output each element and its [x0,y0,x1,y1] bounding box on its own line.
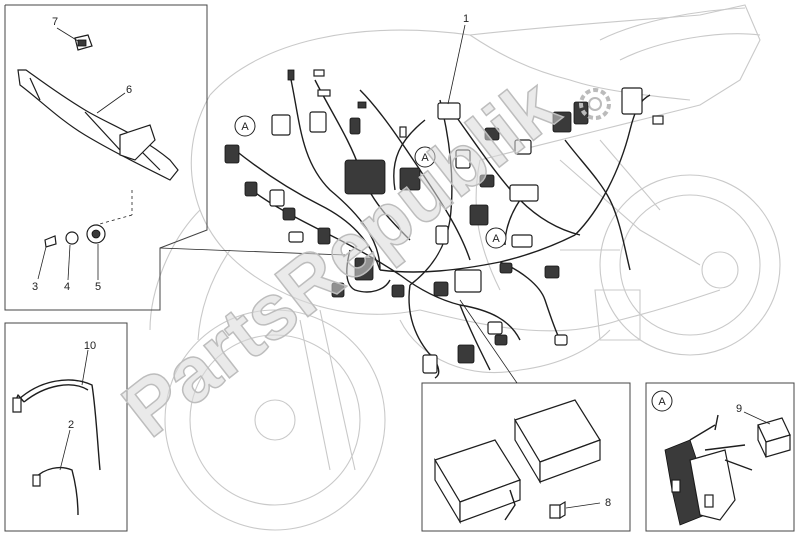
partsrepublik-logo [579,88,611,120]
svg-text:A: A [492,233,500,245]
callout-4: 4 [64,281,70,293]
callout-6: 6 [126,84,132,96]
inset-control-unit-panel: 8 [421,299,631,532]
connector-tag-a: A [485,227,507,249]
svg-text:A: A [241,121,249,133]
connector-tag-a: A [234,115,256,137]
svg-text:A: A [421,152,429,164]
connector-tags: A A A [234,115,507,249]
callout-8: 8 [605,497,611,509]
inset-relay-panel: A 9 [645,382,795,532]
watermark-text: PartsRepublik [106,61,574,454]
callout-7: 7 [52,16,58,28]
callout-1: 1 [463,13,469,25]
inset-bracket-panel: 7 6 3 4 5 [4,4,346,311]
harness-connectors [224,69,664,374]
motorcycle-outline [149,4,781,531]
inset-strap-panel: 10 2 [4,322,128,532]
callout-2: 2 [68,419,74,431]
callout-9: 9 [736,403,742,415]
inset-connector-tag-a [651,390,673,412]
callout-3: 3 [32,281,38,293]
svg-text:A: A [658,396,666,408]
connector-tag-a: A [414,146,436,168]
callout-10: 10 [84,340,96,352]
callout-5: 5 [95,281,101,293]
